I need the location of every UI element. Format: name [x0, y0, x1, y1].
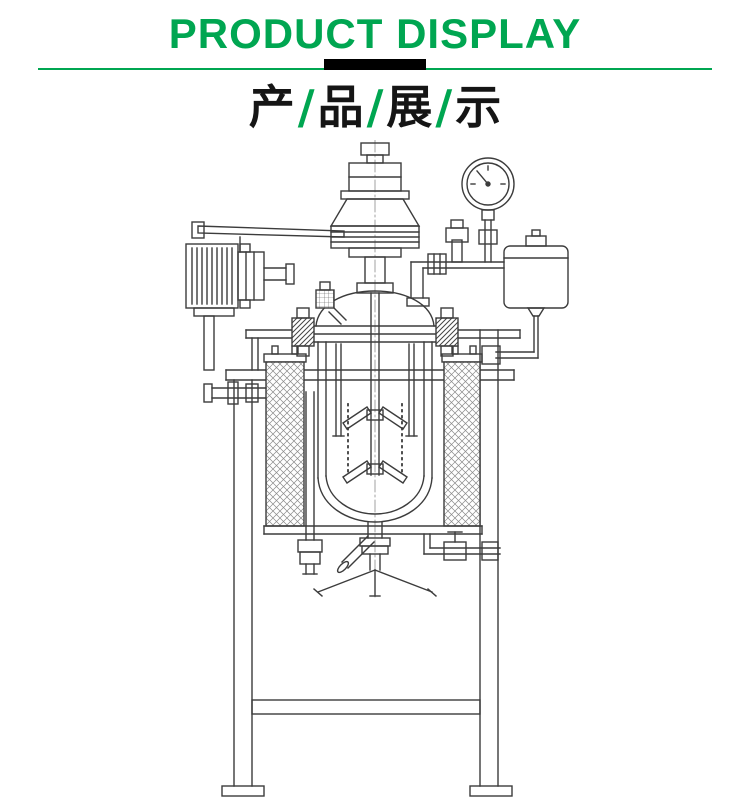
reactor-diagram	[0, 140, 750, 800]
right-drain-valve	[423, 531, 501, 561]
pressure-gauge	[461, 157, 515, 263]
subtitle-chinese: 产/品/展/示	[0, 82, 750, 133]
reactor-line-drawing	[185, 140, 569, 797]
drive-motor	[185, 243, 295, 371]
vapour-line	[406, 219, 505, 307]
subtitle-char-3: 展	[386, 80, 433, 134]
side-nozzle	[203, 381, 267, 405]
bellows-seal	[330, 225, 420, 294]
subtitle-separator: /	[435, 80, 453, 134]
subtitle-char-1: 产	[248, 80, 295, 134]
subtitle-separator: /	[297, 80, 315, 134]
page-title: PRODUCT DISPLAY	[168, 10, 582, 57]
tripod-stand	[313, 569, 437, 597]
header-divider	[38, 58, 712, 72]
separator-pot	[481, 229, 569, 365]
subtitle-separator: /	[366, 80, 384, 134]
subtitle-char-2: 品	[317, 80, 364, 134]
divider-accent-bar	[324, 59, 426, 70]
reactor-vessel	[303, 290, 447, 523]
lid-clamps	[291, 307, 459, 357]
header: PRODUCT DISPLAY	[0, 0, 750, 58]
agitator-impellers	[332, 292, 418, 484]
subtitle-char-4: 示	[455, 80, 502, 134]
charge-port	[315, 281, 347, 325]
torque-arm	[191, 221, 345, 253]
bottom-discharge	[336, 521, 391, 574]
left-bottom-valve	[297, 391, 323, 575]
heating-jacket	[263, 345, 483, 535]
